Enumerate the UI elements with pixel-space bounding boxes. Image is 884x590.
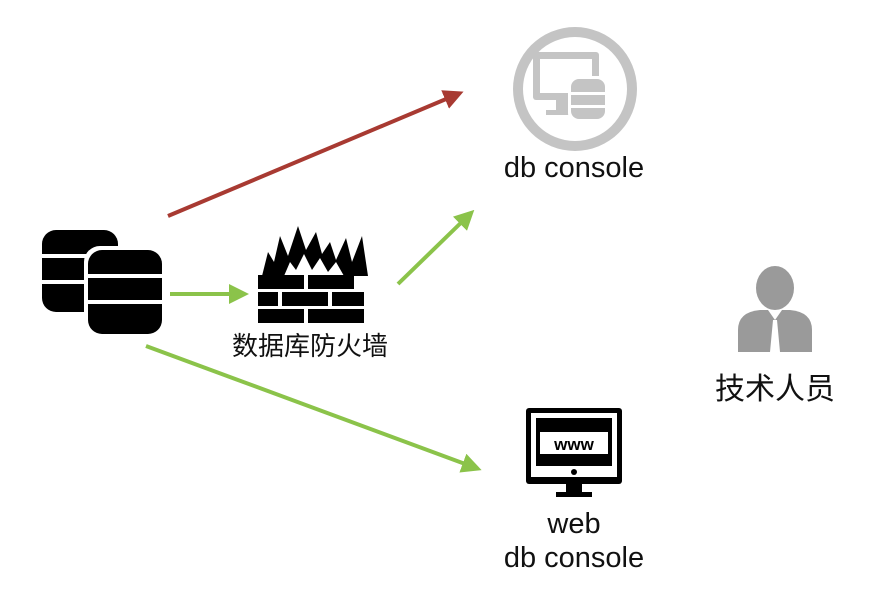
edge-database-to-webconsole — [145, 344, 482, 473]
firewall-icon — [258, 226, 368, 323]
firewall-label: 数据库防火墙 — [231, 332, 388, 362]
db-console-icon — [513, 27, 637, 151]
edge-database-to-dbconsole — [167, 90, 464, 218]
person-icon — [738, 266, 812, 352]
db-console-label: db console — [503, 152, 645, 184]
edge-firewall-to-dbconsole — [396, 209, 475, 286]
tech-staff-label: 技术人员 — [715, 372, 835, 407]
web-console-label-line2: db console — [503, 542, 645, 574]
web-screen-text: www — [553, 435, 594, 454]
database-stack-icon — [42, 230, 166, 338]
web-monitor-icon: www — [526, 408, 622, 497]
web-console-label-line1: web — [547, 508, 601, 540]
